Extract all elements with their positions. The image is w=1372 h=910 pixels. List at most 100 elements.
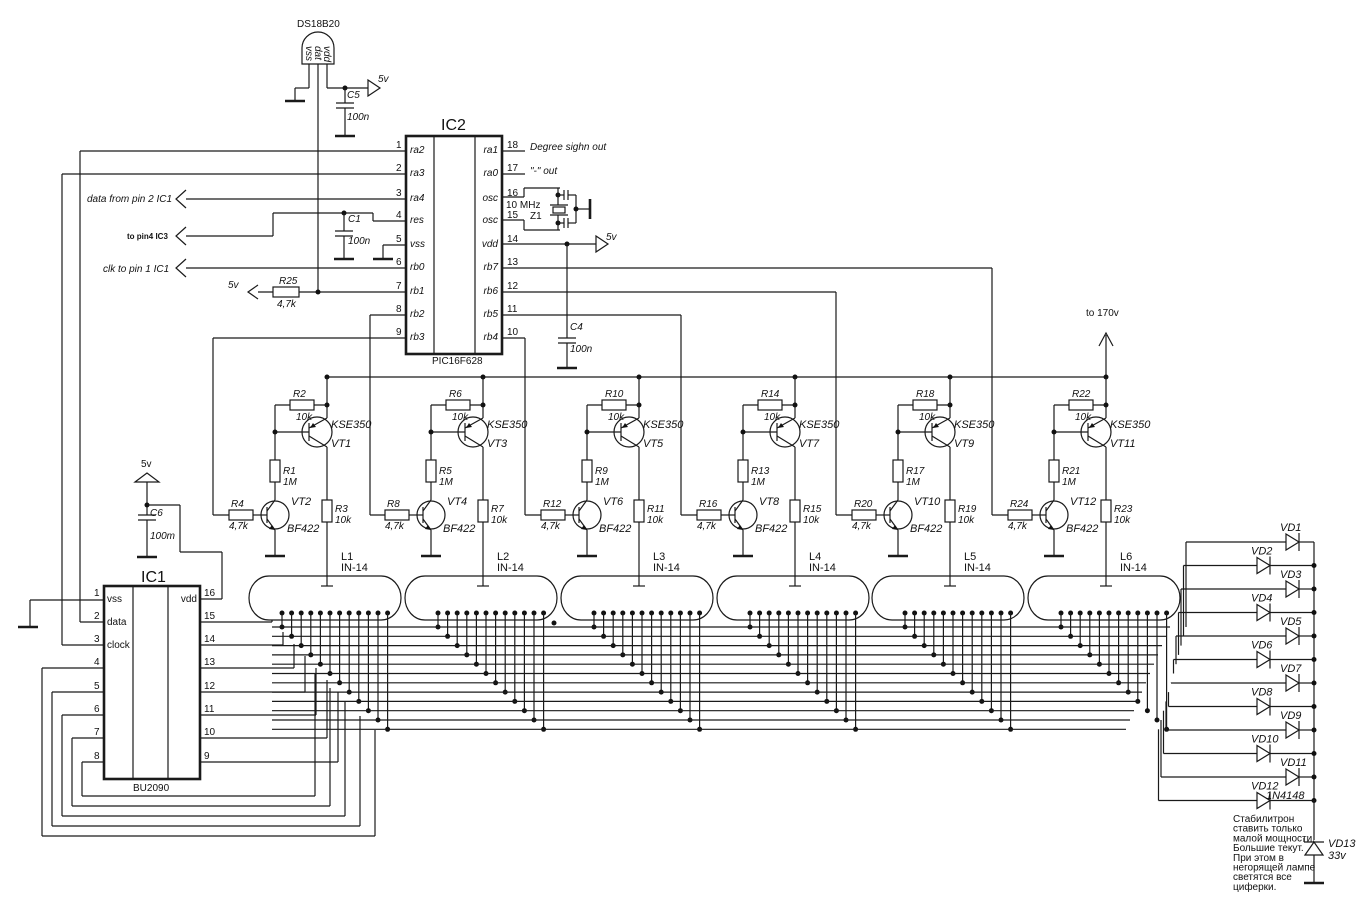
- resistor-ref: R12: [543, 499, 562, 510]
- ic2-pin-name: ra4: [410, 193, 425, 204]
- resistor-r5: [425, 459, 437, 483]
- ic1-ref: IC1: [141, 569, 166, 586]
- diode-vd12: VD12: [1157, 729, 1317, 810]
- resistor-ref: R15: [803, 504, 822, 515]
- sensor-pin-vss: vss: [303, 46, 314, 61]
- transistor-ref: VT2: [291, 496, 311, 508]
- note-line: ставить только: [1233, 824, 1303, 835]
- arrow-icon: [466, 423, 472, 428]
- c5-ref: C5: [347, 90, 360, 101]
- ic2-pin-name: vdd: [482, 239, 499, 250]
- transistor-ref: VT9: [954, 438, 974, 450]
- resistor-value: 4,7k: [852, 521, 872, 532]
- lamp-part: IN-14: [964, 562, 991, 574]
- ic1-pin-number: 2: [94, 611, 100, 622]
- power-5v-symbol: [595, 234, 610, 254]
- diode-ref: VD12: [1251, 781, 1279, 793]
- resistor-r23: [1100, 499, 1112, 523]
- ic1-part: BU2090: [133, 783, 170, 794]
- sensor-label: DS18B20: [297, 19, 340, 30]
- transistor-ref: VT11: [1110, 438, 1135, 450]
- resistor-r22: [1068, 399, 1094, 411]
- resistor-value: 4,7k: [541, 521, 561, 532]
- ic1-pin-number: 1: [94, 588, 100, 599]
- resistor-value: 10k: [296, 412, 313, 423]
- junction-dot: [584, 429, 590, 435]
- resistor-value: 10k: [803, 515, 820, 526]
- arrow-icon: [892, 525, 898, 530]
- junction-dot: [551, 620, 557, 626]
- transistor-ref: VT7: [799, 438, 820, 450]
- ic2-pin-name: rb5: [484, 309, 499, 320]
- ic2-pin-number: 13: [507, 257, 519, 268]
- ic1-pin-number: 7: [94, 727, 100, 738]
- resistor-value: 1M: [283, 477, 298, 488]
- ic1-body: [102, 584, 202, 781]
- ic2-pin-number: 9: [396, 327, 402, 338]
- resistor-ref: R20: [854, 499, 873, 510]
- note-line: светятся все: [1233, 872, 1292, 883]
- c1-value: 100n: [348, 236, 371, 247]
- arrow-icon: [933, 423, 939, 428]
- ic2-pin-number: 8: [396, 304, 402, 315]
- ic2-pin-name: ra3: [410, 168, 425, 179]
- resistor-value: 10k: [1075, 412, 1092, 423]
- resistor-ref: R22: [1072, 389, 1091, 400]
- diode-ref: VD6: [1251, 640, 1273, 652]
- lamp-part: IN-14: [653, 562, 680, 574]
- svg-text:100m: 100m: [150, 531, 175, 542]
- nixie-tube-l4: [716, 575, 870, 621]
- transistor-part: BF422: [755, 523, 787, 535]
- ic2-pin-name: rb3: [410, 332, 425, 343]
- transistor-part: BF422: [599, 523, 631, 535]
- lamp-ref: L4: [809, 551, 821, 563]
- ic2-pin-name: rb6: [484, 286, 499, 297]
- diode-vd3: VD3: [1180, 569, 1317, 646]
- ic2-pin-number: 14: [507, 234, 519, 245]
- resistor-ref: R11: [647, 504, 665, 515]
- ic2-pin-number: 6: [396, 257, 402, 268]
- svg-text:5v: 5v: [606, 232, 618, 243]
- svg-text:Degree sighn out: Degree sighn out: [530, 142, 607, 153]
- resistor-ref: R24: [1010, 499, 1029, 510]
- resistor-ref: R4: [231, 499, 244, 510]
- ic2-pin-number: 11: [507, 304, 518, 315]
- ic2-pin-number: 16: [507, 188, 519, 199]
- transistor-ref: VT10: [914, 496, 941, 508]
- resistor-value: 10k: [764, 412, 781, 423]
- power-5v-symbol: 5v: [367, 74, 390, 98]
- ic1-pin-number: 16: [204, 588, 216, 599]
- ic2-pin-number: 18: [507, 140, 519, 151]
- diode-vd5: VD5: [1175, 616, 1317, 665]
- ic1-pin-name: vdd: [181, 594, 197, 605]
- arrow-icon: [1089, 423, 1095, 428]
- ic2-ra1-output: Degree sighn out: [502, 142, 607, 153]
- diode-ref: VD7: [1280, 663, 1302, 675]
- resistor-ref: R9: [595, 466, 608, 477]
- diode-ref: VD8: [1251, 687, 1273, 699]
- resistor-r18: [912, 399, 938, 411]
- ic1-pin-number: 10: [204, 727, 216, 738]
- resistor-r16: [696, 509, 722, 521]
- junction-dot: [1311, 586, 1317, 592]
- junction-dot: [1144, 708, 1150, 714]
- resistor-ref: R19: [958, 504, 977, 515]
- resistor-r6: [445, 399, 471, 411]
- nixie-tube-l3: [560, 575, 714, 621]
- junction-dot: [272, 429, 278, 435]
- transistor-part: KSE350: [1110, 419, 1151, 431]
- diode-ref: VD10: [1251, 734, 1279, 746]
- r25-value: 4,7k: [277, 299, 297, 310]
- ic2-pin-number: 7: [396, 281, 402, 292]
- note-line: Большие текут.: [1233, 843, 1304, 854]
- resistor-r17: [892, 459, 904, 483]
- ic1-pin-name: vss: [107, 594, 122, 605]
- ic1-pin-number: 5: [94, 681, 100, 692]
- diode-ref: VD2: [1251, 546, 1272, 558]
- resistor-value: 10k: [335, 515, 352, 526]
- power-5v-symbol: [246, 284, 259, 300]
- transistor-ref: VT1: [331, 438, 351, 450]
- svg-text:"-" out: "-" out: [530, 166, 558, 177]
- driver-stage-6: R2210kKSE350VT11R211MVT12BF422R244,7kR23…: [992, 374, 1181, 732]
